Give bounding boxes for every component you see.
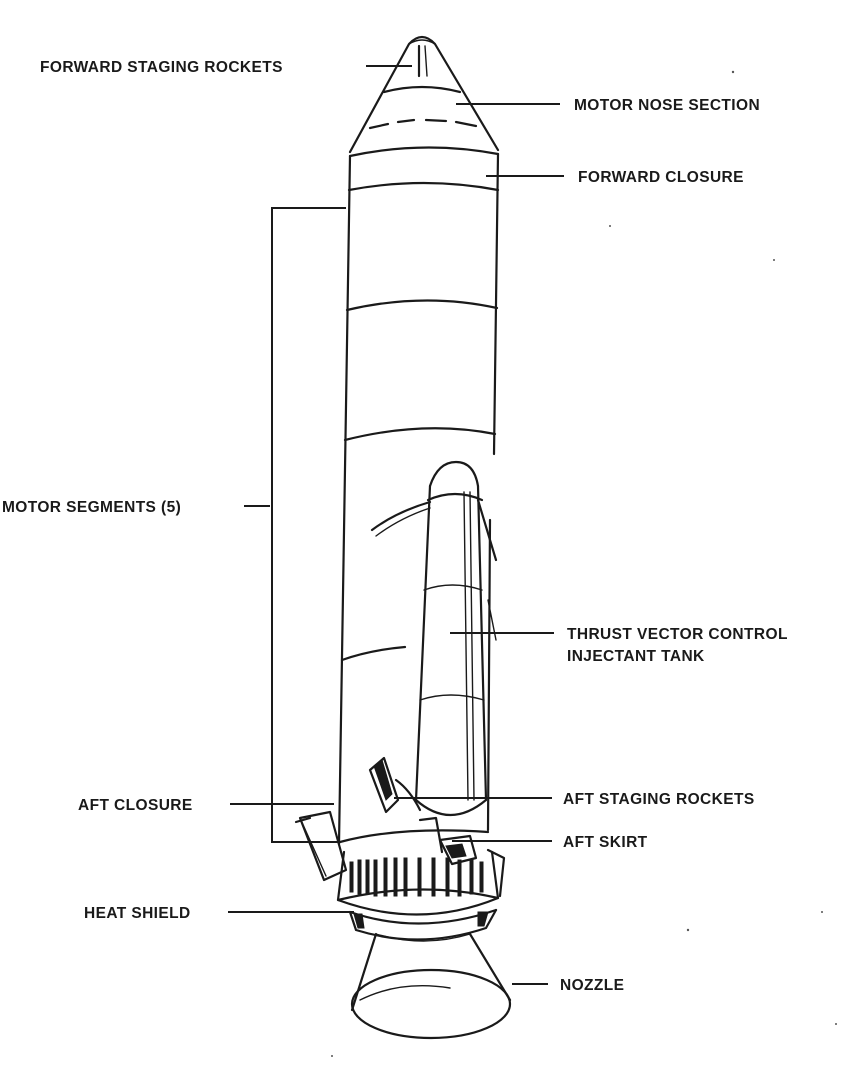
aft-skirt: [336, 850, 500, 916]
label-nozzle: NOZZLE: [560, 977, 624, 994]
label-tvc-tank-line1: THRUST VECTOR CONTROL: [567, 626, 788, 643]
tvc-injectant-tank: [370, 460, 498, 817]
label-aft-skirt: AFT SKIRT: [563, 834, 648, 851]
leader-lines: [228, 65, 564, 985]
label-motor-segments: MOTOR SEGMENTS (5): [2, 499, 181, 516]
motor-case-left-wall: [337, 154, 352, 846]
labels: FORWARD STAGING ROCKETS MOTOR NOSE SECTI…: [2, 59, 788, 994]
motor-case-right-wall: [492, 152, 500, 456]
heat-shield: [348, 908, 498, 925]
nozzle: [350, 932, 512, 1040]
label-forward-closure: FORWARD CLOSURE: [578, 169, 744, 186]
label-aft-closure: AFT CLOSURE: [78, 797, 193, 814]
label-aft-staging-rockets: AFT STAGING ROCKETS: [563, 791, 755, 808]
label-heat-shield: HEAT SHIELD: [84, 905, 191, 922]
segment-joint-2: [345, 299, 499, 312]
segment-joint-3: [343, 427, 497, 442]
aft-closure-band: [338, 829, 490, 844]
label-tvc-tank-line2: INJECTANT TANK: [567, 648, 705, 665]
segment-joint-4: [340, 645, 407, 662]
segment-joint-1: [347, 181, 500, 192]
label-forward-staging-rockets: FORWARD STAGING ROCKETS: [40, 59, 283, 76]
scan-specks: [331, 70, 837, 1057]
nose-cone: [348, 35, 500, 154]
aft-assembly: [294, 756, 506, 941]
motor-segments-bracket: [271, 207, 346, 843]
label-motor-nose-section: MOTOR NOSE SECTION: [574, 97, 760, 114]
rocket-body: [337, 35, 500, 846]
forward-closure-band: [348, 146, 500, 158]
